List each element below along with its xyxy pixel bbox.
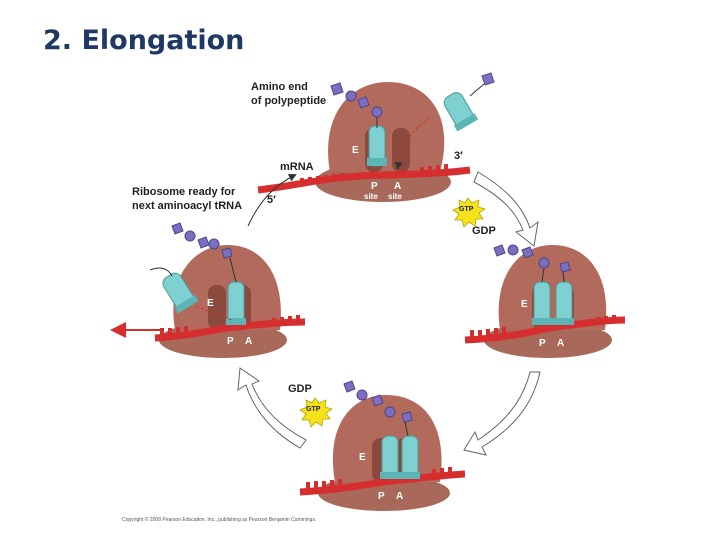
- amino-end-label: Amino end: [251, 81, 308, 93]
- p-site-label-right: P: [539, 338, 546, 349]
- a-site-label-bottom: A: [396, 491, 404, 502]
- gtp-label-bottom: GTP: [306, 406, 321, 413]
- ribosome-left: [110, 222, 306, 358]
- copyright-notice: Copyright © 2008 Pearson Education, Inc.…: [122, 517, 317, 523]
- ribosome-right: [464, 244, 626, 358]
- a-site-label-left: A: [245, 336, 253, 347]
- polypeptide-label: of polypeptide: [251, 95, 327, 107]
- p-site-word-top: site: [364, 192, 378, 201]
- p-site-label-left: P: [227, 336, 234, 347]
- ribosome-ready-label-line1: Ribosome ready for: [132, 186, 236, 198]
- gtp-starburst-icon: [299, 397, 333, 428]
- a-site-label-top: A: [394, 181, 402, 192]
- gdp-label-top: GDP: [472, 225, 496, 237]
- cycle-arrows: [237, 171, 541, 456]
- e-site-label-bottom: E: [359, 452, 366, 463]
- e-site-label-top: E: [352, 145, 359, 156]
- ribosome-top: [257, 72, 495, 202]
- a-site-word-top: site: [388, 192, 402, 201]
- e-site-label-left: E: [207, 298, 214, 309]
- e-site-label-right: E: [521, 299, 528, 310]
- three-prime-label: 3′: [454, 150, 463, 162]
- p-site-label-bottom: P: [378, 491, 385, 502]
- p-site-label-top: P: [371, 181, 378, 192]
- five-prime-label: 5′: [267, 194, 276, 206]
- mrna-label: mRNA: [280, 161, 314, 173]
- slide-title: 2. Elongation: [43, 25, 245, 56]
- a-site-label-right: A: [557, 338, 565, 349]
- gdp-label-bottom: GDP: [288, 383, 312, 395]
- ribosome-ready-label-line2: next aminoacyl tRNA: [132, 200, 243, 212]
- gtp-label-top: GTP: [459, 206, 474, 213]
- gtp-starburst-icon: [452, 197, 486, 228]
- ribosome-bottom: [299, 380, 466, 511]
